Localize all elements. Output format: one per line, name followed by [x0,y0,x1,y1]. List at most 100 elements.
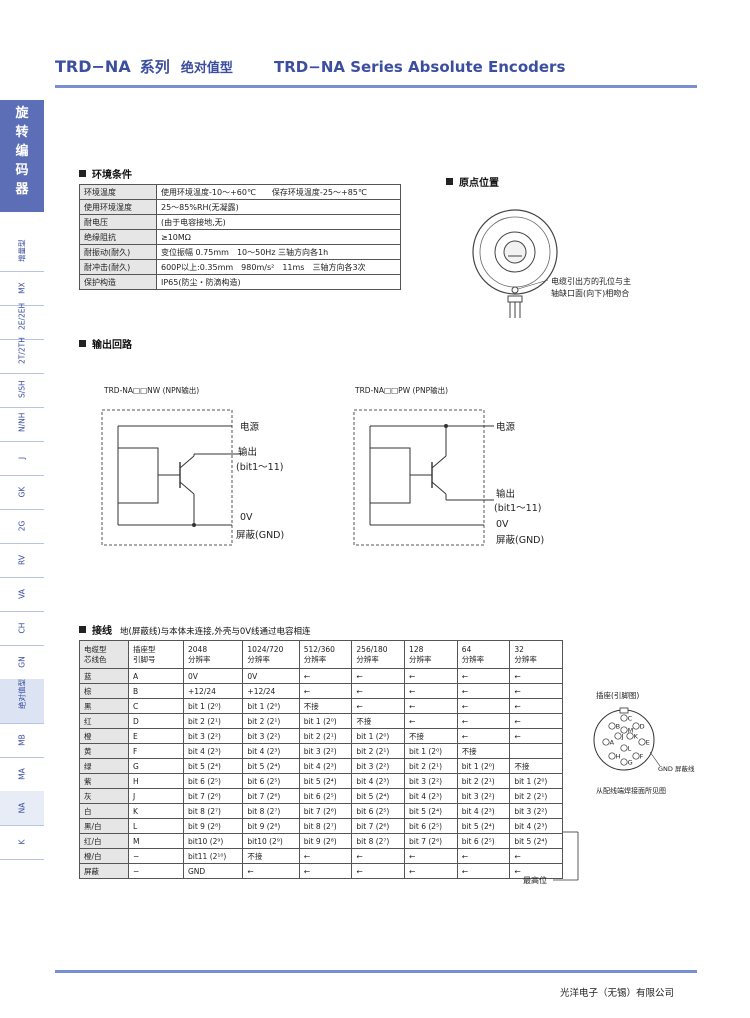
npn-output-label: 输出 [238,447,258,458]
bullet-square-icon [446,178,453,185]
wiring-cell: ← [509,863,563,879]
env-row: 耐振动(耐久)变位振幅 0.75mm 10～50Hz 三轴方向各1h [79,244,401,260]
sidebar-tab[interactable]: S/SH [0,373,44,408]
npn-bits-label: (bit1～11) [236,462,284,473]
sidebar-tab[interactable]: RV [0,543,44,578]
wiring-cell: ← [509,713,563,729]
connector-pin-label: G [628,759,633,767]
sidebar-tab[interactable]: 绝对值型 [0,679,44,724]
wiring-cell: 紫 [79,773,129,789]
sidebar-tab[interactable]: 增量型 [0,237,44,272]
wiring-header-text: 分辨率 [514,654,537,664]
wiring-cell: 不接 [351,713,406,729]
wiring-cell: bit 8 (2⁷) [242,803,300,819]
connector-pin [608,722,616,730]
wiring-cell: 白 [79,803,129,819]
wiring-cell: bit 5 (2⁴) [509,833,563,849]
wiring-cell: ← [404,668,458,684]
sidebar-tab[interactable]: MA [0,757,44,792]
pnp-title: TRD-NA□□PW (PNP输出) [355,386,449,395]
sidebar-tab[interactable]: GK [0,475,44,510]
wiring-cell: bit 5 (2⁴) [298,773,353,789]
sidebar-tab[interactable]: 2T/2TH [0,337,44,374]
sidebar-tab[interactable]: J [0,441,44,476]
wiring-cell: bit 4 (2³) [298,758,353,774]
wiring-cell: K [128,803,184,819]
sidebar-tab-label: N/NH [17,412,27,432]
sidebar-tab[interactable]: N/NH [0,407,44,442]
sidebar-tab-label: MA [17,768,27,780]
sidebar-tab[interactable]: VA [0,577,44,612]
bullet-square-icon [79,170,86,177]
sidebar-tab[interactable]: NA [0,791,44,826]
pnp-circuit-diagram [353,409,494,546]
wiring-cell: ← [509,728,563,744]
wiring-header-text: 芯线色 [84,654,107,664]
wiring-cell: bit 8 (2⁷) [182,803,244,819]
page-header: TRD−NA 系列 绝对值型 TRD−NA Series Absolute En… [55,56,565,77]
wiring-header-text: 512/360 [303,644,335,654]
wiring-cell: bit 1 (2⁰) [242,698,300,714]
wiring-cell: ← [456,698,511,714]
sidebar-tab[interactable]: MB [0,723,44,758]
wiring-cell: ← [509,848,563,864]
wiring-cell: C [128,698,184,714]
wiring-cell: bit 7 (2⁶) [242,788,300,804]
wiring-cell: J [128,788,184,804]
connector-pin [632,752,640,760]
env-row: 耐冲击(耐久)600P以上:0.35mm 980m/s² 11ms 三轴方向各3… [79,259,401,275]
sidebar-tab-label: 2G [17,520,27,532]
connector-pin-label: B [616,723,620,731]
series-cn: 系列 [139,58,170,76]
wiring-cell: bit 7 (2⁶) [404,833,458,849]
env-value: 使用环境温度-10～+60℃ 保存环境温度-25～+85℃ [156,184,401,200]
wiring-cell: H [128,773,184,789]
bullet-square-icon [79,626,86,633]
wiring-cell: 0V [242,668,300,684]
wiring-cell: ← [298,683,353,699]
wiring-cell: bit 8 (2⁷) [298,818,353,834]
wiring-cell: 不接 [242,848,300,864]
wiring-header-text: 64 [461,644,472,654]
wiring-cell: bit 4 (2³) [404,788,458,804]
wiring-cell: ← [456,683,511,699]
env-row: 绝缘阻抗≥10MΩ [79,229,401,245]
sidebar-tab[interactable]: 2E/2EH [0,303,44,340]
header-rule [55,85,697,88]
connector-pin-label: E [646,739,650,747]
bullet-square-icon [79,340,86,347]
wiring-cell: 不接 [404,728,458,744]
wiring-cell: bit 6 (2⁵) [182,773,244,789]
sidebar-tab-label: J [17,456,27,460]
sidebar-tab-label: GK [17,486,27,498]
env-key: 环境温度 [79,184,157,200]
sidebar-tab[interactable]: MX [0,271,44,306]
wiring-cell: bit11 (2¹⁰) [182,848,244,864]
wiring-cell: bit 3 (2²) [242,728,300,744]
sidebar-tab-label: NA [17,802,27,814]
wiring-cell: 绿 [79,758,129,774]
npn-power-label: 电源 [240,422,260,433]
pnp-0v-label: 0V [496,519,509,530]
wiring-cell: ← [404,698,458,714]
wiring-cell: ← [298,848,353,864]
sidebar-tab[interactable]: CH [0,611,44,646]
wiring-cell: 不接 [456,743,511,759]
wiring-cell: bit 2 (2¹) [182,713,244,729]
connector-pin [620,726,628,734]
sidebar-tab[interactable]: K [0,825,44,860]
connector-pin [626,732,634,740]
wiring-cell: bit 9 (2⁸) [182,818,244,834]
wiring-cell: ← [404,848,458,864]
wiring-cell: bit 1 (2⁰) [351,728,406,744]
sidebar-tab[interactable]: GN [0,645,44,680]
wiring-cell: bit 2 (2¹) [351,743,406,759]
wiring-cell: 橙/白 [79,848,129,864]
sidebar-tab[interactable]: 2G [0,509,44,544]
env-key: 耐振动(耐久) [79,244,157,260]
env-value: ≥10MΩ [156,229,401,245]
sidebar-tab-label: 绝对值型 [17,679,27,709]
